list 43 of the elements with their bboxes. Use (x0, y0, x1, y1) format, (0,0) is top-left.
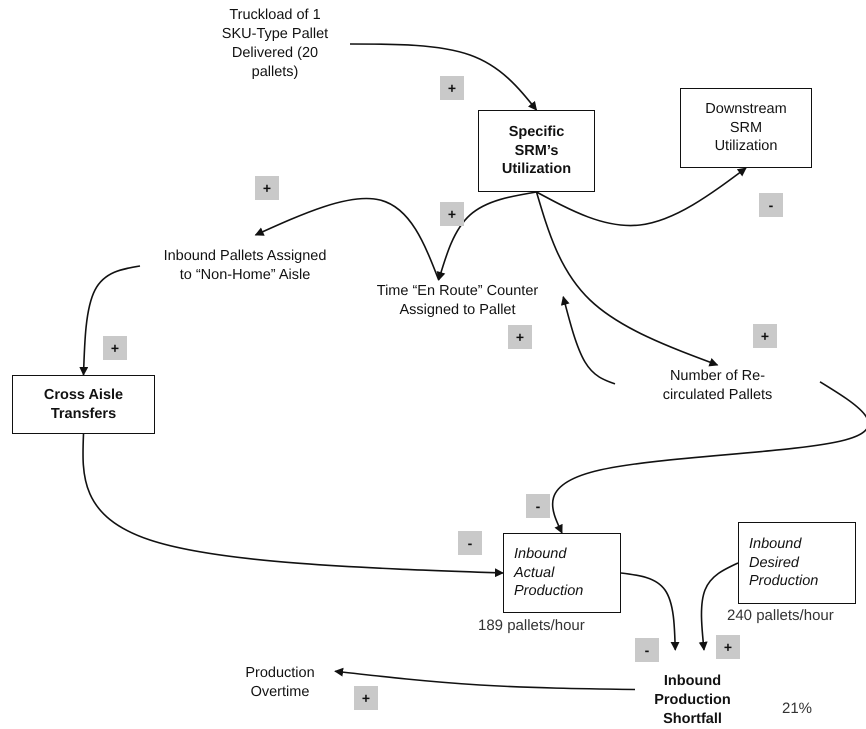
value-label: 21% (782, 700, 812, 717)
polarity-sign: + (103, 336, 127, 360)
arrow (334, 668, 636, 690)
polarity-sign: - (526, 494, 550, 518)
variable-label: Production Overtime (244, 664, 316, 702)
polarity-sign: + (508, 325, 532, 349)
arrow (698, 562, 738, 651)
polarity-sign: + (440, 76, 464, 100)
variable-box (12, 375, 155, 434)
arrow (536, 192, 718, 366)
arrow (436, 191, 537, 281)
polarity-sign: + (716, 635, 740, 659)
polarity-sign: - (759, 193, 783, 217)
variable-label: Truckload of 1 SKU-Type Pallet Delivered (20 pallets) (220, 6, 330, 82)
variable-label: Cross Aisle Transfers (42, 386, 124, 424)
variable-label: Inbound Desired Production (749, 534, 820, 592)
polarity-sign: + (440, 202, 464, 226)
polarity-sign: + (255, 176, 279, 200)
variable-label: Downstream SRM Utilization (704, 100, 788, 156)
value-label: 189 pallets/hour (478, 617, 585, 634)
variable-label: Time “En Route” Counter Assigned to Pallet (376, 282, 540, 320)
polarity-sign: + (753, 324, 777, 348)
polarity-sign: - (635, 638, 659, 662)
polarity-sign: + (354, 686, 378, 710)
arrow (82, 434, 504, 578)
arrow (79, 265, 140, 376)
arrow (620, 572, 680, 651)
arrow (254, 198, 440, 280)
variable-label: Inbound Actual Production (514, 544, 584, 602)
variable-label: Number of Re-circulated Pallets (662, 367, 774, 405)
variable-label: Inbound Production Shortfall (653, 672, 732, 729)
variable-box (680, 88, 812, 168)
variable-label: Specific SRM’s Utilization (500, 122, 572, 180)
arrow (552, 381, 866, 534)
variable-box (503, 533, 621, 613)
variable-box (738, 522, 856, 604)
arrow (536, 167, 747, 226)
arrow (560, 296, 616, 385)
polarity-sign: - (458, 531, 482, 555)
variable-box (478, 110, 595, 192)
arrow (350, 43, 538, 111)
value-label: 240 pallets/hour (727, 607, 834, 624)
variable-label: Inbound Pallets Assigned to “Non-Home” Aisle (162, 247, 328, 285)
